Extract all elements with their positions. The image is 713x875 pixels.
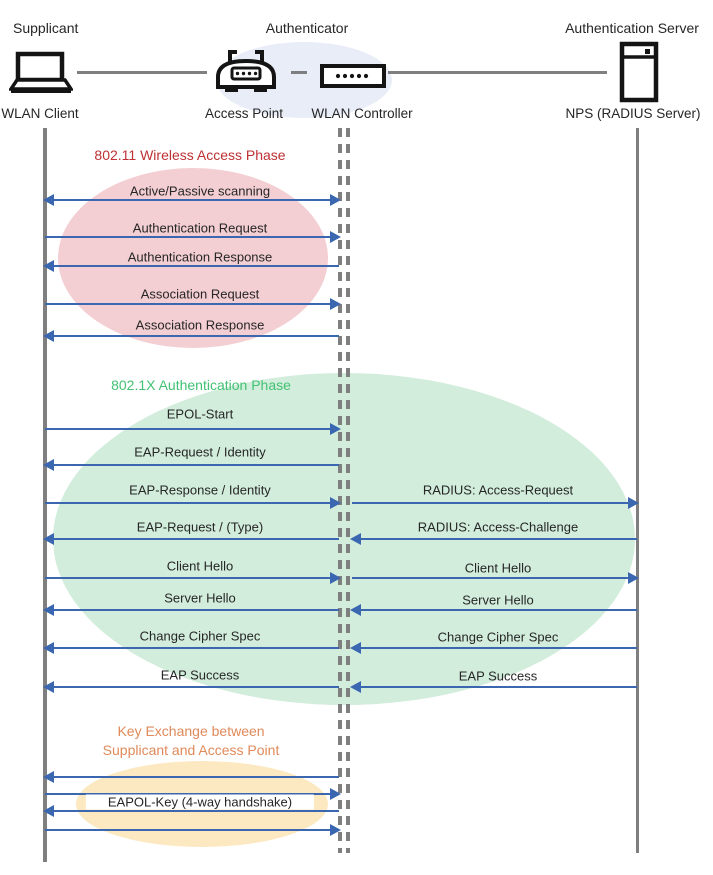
message-arrow-left — [43, 642, 339, 654]
message-label: EAP Success — [160, 667, 240, 683]
phase-title-key-exchange: Key Exchange between Supplicant and Acce… — [103, 722, 280, 760]
message-arrow-left — [43, 771, 339, 783]
phase-ellipse-wireless-access — [58, 168, 328, 348]
message-label: EPOL-Start — [166, 406, 234, 422]
message-arrow-right — [352, 497, 639, 509]
message-arrow-left — [43, 681, 339, 693]
message-arrow-left — [43, 459, 339, 471]
message-arrow-right — [45, 824, 341, 836]
device-label-access-point: Access Point — [204, 106, 284, 121]
lifeline-wlan-client — [43, 128, 47, 862]
message-arrow-right — [45, 572, 341, 584]
lifeline-controller-dash — [346, 128, 350, 853]
device-label-wlan-controller: WLAN Controller — [311, 106, 413, 121]
message-arrow-right — [45, 298, 341, 310]
message-label: EAP-Request / Identity — [134, 444, 266, 460]
message-arrow-left — [43, 533, 339, 545]
phase-title-key-exchange-line1: Key Exchange between — [117, 723, 265, 739]
message-arrow-right — [45, 497, 341, 509]
message-label: RADIUS: Access-Challenge — [417, 519, 579, 535]
phase-title-8021x-auth: 802.1X Authentication Phase — [111, 377, 291, 393]
lifeline-controller-dash — [338, 128, 342, 853]
message-label: Change Cipher Spec — [437, 629, 559, 645]
device-label-nps-radius: NPS (RADIUS Server) — [565, 106, 701, 121]
message-arrow-left — [43, 604, 339, 616]
wlan-controller-icon — [320, 64, 386, 94]
message-arrow-both — [43, 194, 341, 206]
connector-line — [388, 71, 607, 74]
message-label: EAP Success — [458, 668, 538, 684]
message-arrow-left — [350, 533, 637, 545]
role-label-authenticator: Authenticator — [265, 20, 349, 36]
phase-title-key-exchange-line2: Supplicant and Access Point — [102, 742, 280, 758]
message-label: Association Response — [135, 317, 265, 333]
message-label: Server Hello — [462, 592, 534, 608]
message-label: EAP-Response / Identity — [129, 482, 271, 498]
message-arrow-left — [43, 260, 339, 272]
message-label: Server Hello — [164, 590, 236, 606]
message-label: Client Hello — [166, 558, 234, 574]
message-arrow-right — [45, 231, 341, 243]
role-label-supplicant: Supplicant — [13, 20, 79, 36]
device-label-wlan-client: WLAN Client — [1, 106, 79, 121]
role-label-authentication-server: Authentication Server — [565, 20, 699, 36]
message-arrow-left — [350, 681, 637, 693]
connector-dash — [291, 71, 307, 74]
connector-line — [77, 71, 207, 74]
message-label: Authentication Request — [132, 220, 268, 236]
phase-title-wireless-access: 802.11 Wireless Access Phase — [94, 147, 286, 163]
laptop-icon — [7, 51, 75, 98]
message-label: Association Request — [140, 286, 260, 302]
message-label: EAPOL-Key (4-way handshake) — [85, 794, 315, 810]
message-arrow-left — [43, 805, 339, 817]
message-label: Active/Passive scanning — [129, 183, 271, 199]
message-label: Authentication Response — [127, 249, 273, 265]
message-label: Change Cipher Spec — [139, 628, 261, 644]
message-label: RADIUS: Access-Request — [422, 482, 574, 498]
lifeline-radius-server — [636, 128, 639, 853]
message-arrow-left — [350, 642, 637, 654]
message-arrow-right — [352, 572, 639, 584]
access-point-icon — [213, 45, 279, 100]
message-arrow-right — [45, 788, 341, 800]
message-label: Client Hello — [464, 560, 532, 576]
message-arrow-left — [350, 604, 637, 616]
message-arrow-right — [45, 423, 341, 435]
message-arrow-left — [43, 330, 339, 342]
message-label: EAP-Request / (Type) — [136, 519, 264, 535]
server-icon — [619, 41, 659, 108]
